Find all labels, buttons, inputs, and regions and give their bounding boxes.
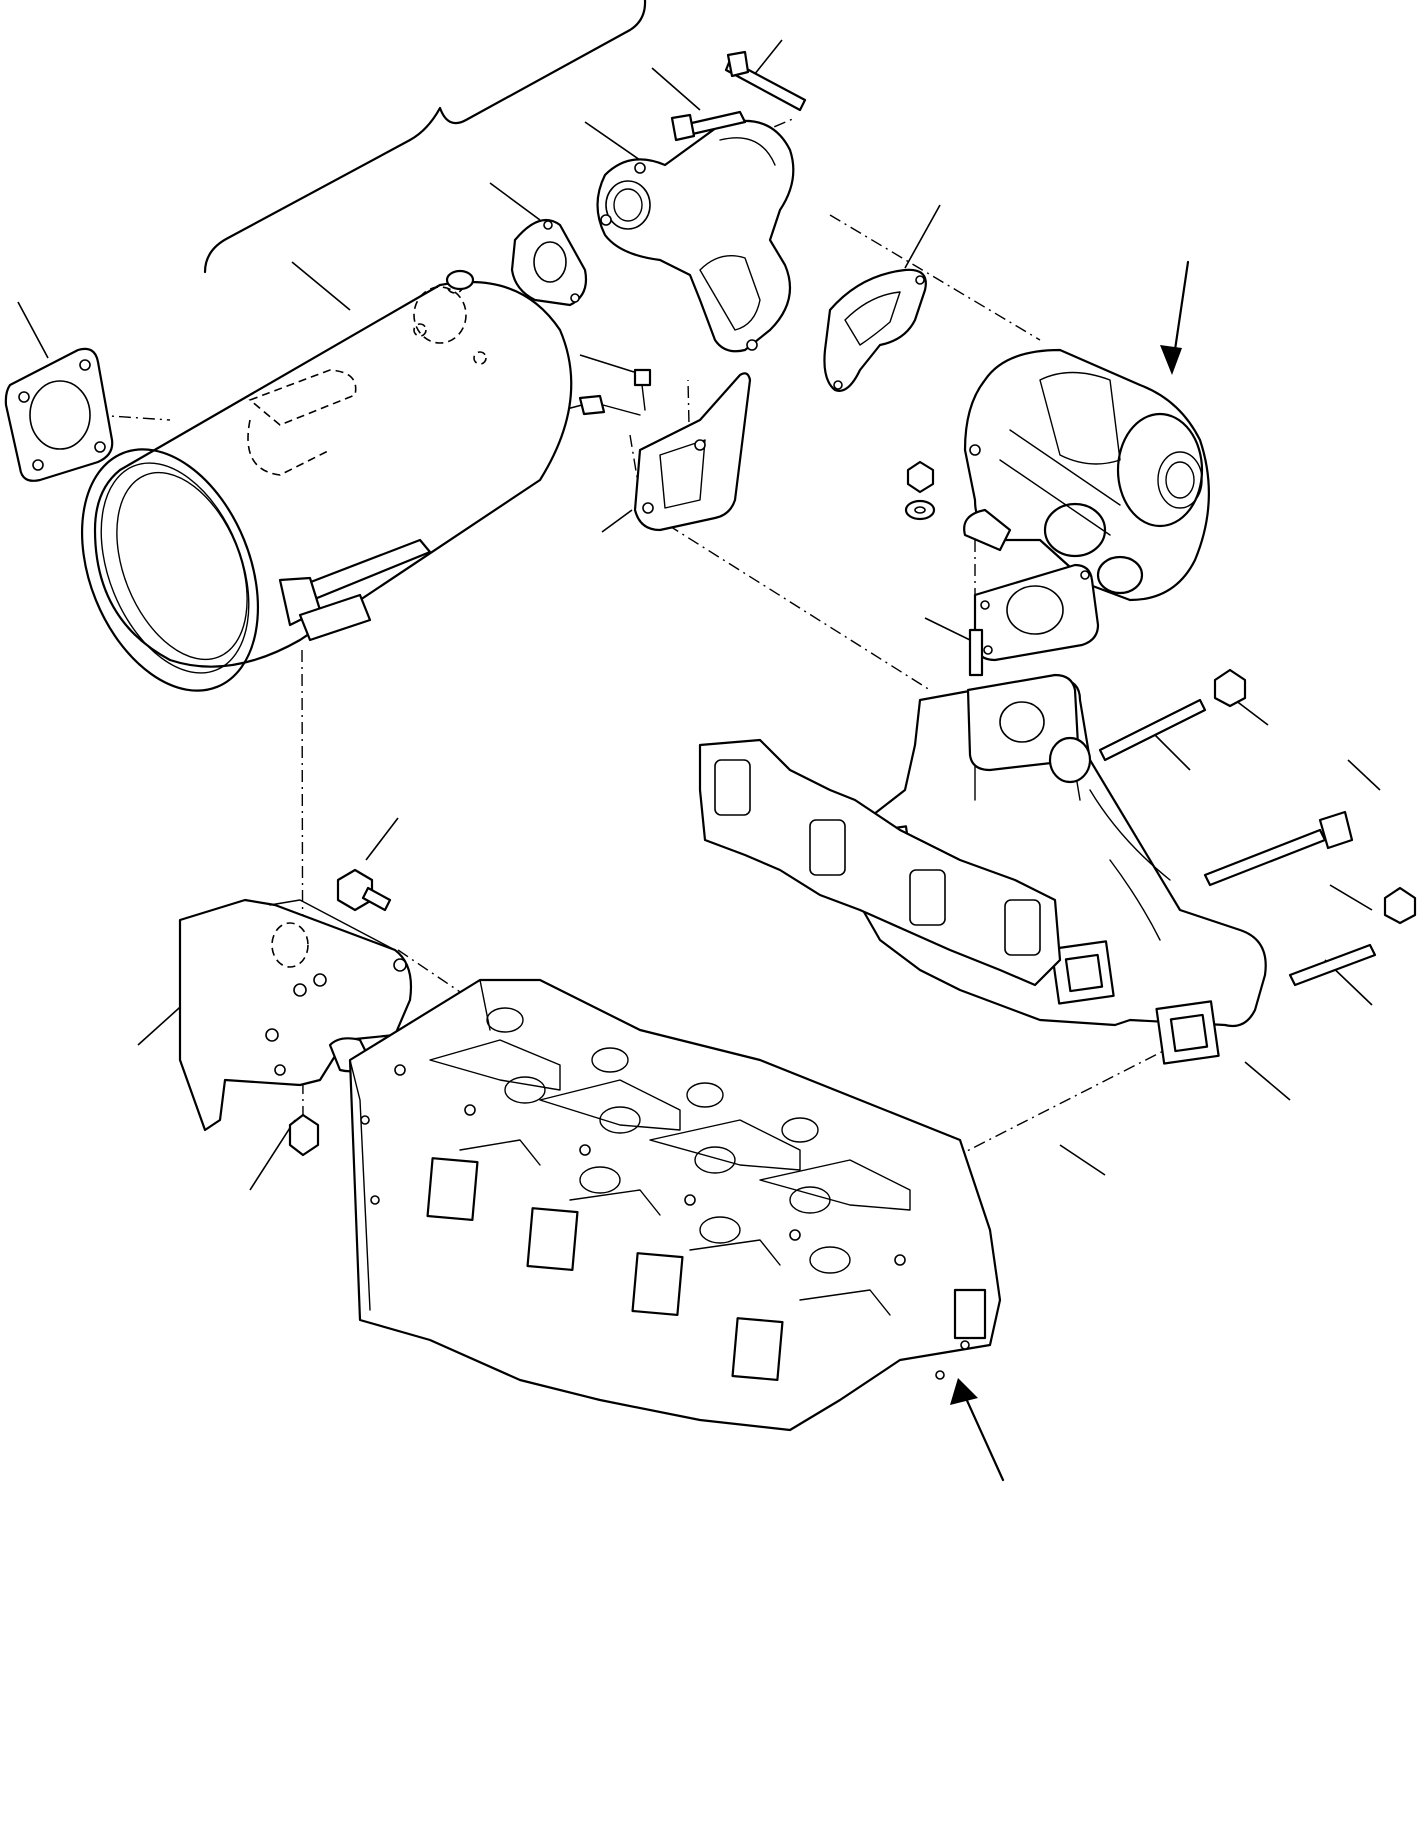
manifold-nut-2: [1383, 886, 1417, 925]
turbo-nut-washer: [904, 460, 936, 521]
manifold-bolt-2: [1203, 810, 1354, 887]
muffler-gasket: [4, 347, 114, 482]
bracket-bolt-2: [578, 394, 641, 416]
manifold-bolt-3: [1288, 943, 1377, 987]
head-bracket: [178, 898, 413, 1132]
muffler-body: [80, 269, 573, 692]
exhaust-elbow: [596, 119, 795, 353]
elbow-bolt-2: [724, 50, 807, 112]
head-bracket-bolt-bottom: [288, 1113, 320, 1157]
bracket-bolt-1: [633, 368, 652, 411]
callout-leaders: [17, 39, 1381, 1191]
manifold-stud: [968, 628, 984, 677]
turbo-manifold-gasket: [973, 563, 1100, 662]
manifold-nut-1: [1213, 668, 1247, 708]
manifold-bolt-1: [1098, 698, 1207, 762]
elbow-gasket: [510, 218, 588, 307]
muffler-bracket: [633, 372, 752, 532]
elbow-bolt-1: [670, 110, 747, 142]
direction-arrows: [950, 260, 1190, 1482]
cylinder-head: [348, 978, 1002, 1432]
assembly-brace: [203, 0, 647, 274]
manifold-gasket: [698, 738, 1062, 987]
head-bracket-bolt-top: [336, 868, 392, 912]
turbocharger-gasket: [823, 268, 927, 392]
turbocharger: [963, 348, 1210, 602]
